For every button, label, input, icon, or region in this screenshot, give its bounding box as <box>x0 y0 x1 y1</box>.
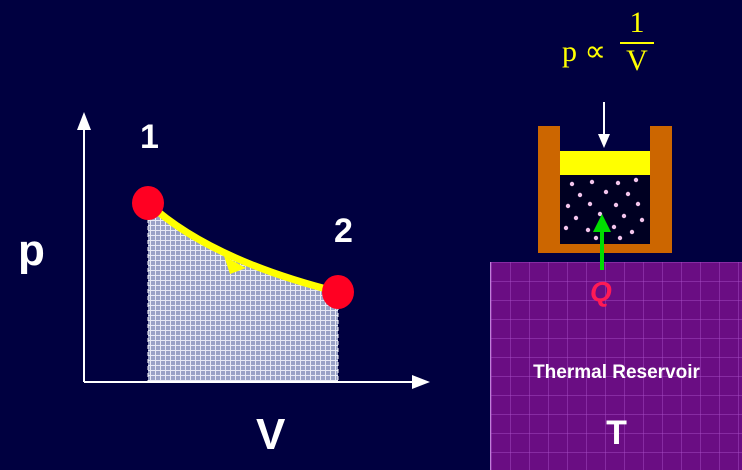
reservoir-temperature: T <box>606 414 627 452</box>
state-point-1 <box>132 186 164 220</box>
heat-flow-arrow <box>593 214 611 270</box>
point-2-label: 2 <box>334 212 353 250</box>
piston-cylinder <box>538 102 672 253</box>
formula-numerator: 1 <box>629 6 645 39</box>
work-area <box>148 203 338 382</box>
pressure-axis-label: p <box>18 226 45 275</box>
y-axis-arrowhead <box>77 112 91 130</box>
pv-diagram <box>77 112 430 389</box>
gas-region <box>560 175 650 244</box>
fraction-bar <box>620 42 654 44</box>
piston <box>560 151 650 175</box>
reservoir-label: Thermal Reservoir <box>533 362 700 383</box>
direction-arrow <box>224 256 246 274</box>
piston-force-arrowhead <box>598 134 610 148</box>
point-1-label: 1 <box>140 118 159 156</box>
isotherm-curve <box>144 199 342 296</box>
cylinder-wall-right <box>650 126 672 252</box>
formula-denominator: V <box>626 44 648 77</box>
state-point-2 <box>322 275 354 309</box>
gas-molecules <box>563 177 645 241</box>
thermal-reservoir: Thermal Reservoir T <box>490 262 742 470</box>
formula-fraction: 1 V <box>620 8 654 76</box>
volume-axis-label: V <box>256 410 286 459</box>
x-axis-arrowhead <box>412 375 430 389</box>
cylinder-wall-left <box>538 126 560 252</box>
cylinder-base <box>538 244 672 253</box>
formula-lhs: p ∝ <box>562 35 606 68</box>
heat-label: Q <box>590 276 612 307</box>
